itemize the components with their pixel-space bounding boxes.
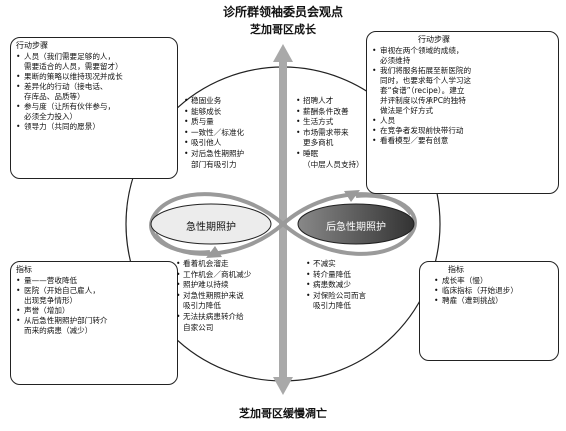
panel-title: 指标 [16, 265, 32, 274]
acute-care-ellipse [150, 203, 272, 245]
list-item: 声誉（增加） [16, 306, 172, 316]
list-item: 稳固业务 [184, 96, 278, 107]
list-item: 病患数减少 [306, 280, 402, 291]
list-item: 聘雇（遭到挑战） [434, 296, 553, 306]
list-item: 对保险公司而言 吸引力降低 [306, 291, 402, 312]
action-steps-list: 审视在两个领域的成绩， 必须维持 我们将服务拓展至新医院的 同时，也要求每个人学… [372, 46, 553, 146]
loop-arrowhead-left [206, 246, 222, 258]
metrics-list: 成长率（慢） 临床指标（开始退步） 聘雇（遭到挑战） [434, 276, 553, 306]
list-item: 审视在两个领域的成绩， 必须维持 [372, 46, 553, 66]
list-item: 从后急性期照护部门转介 而来的病患（减少） [16, 316, 172, 336]
list-item: 生活方式 [296, 117, 386, 128]
panel-bottom-left: 指标 量——营收降低 医院（开始自己雇人， 出现竞争情形） 声誉（增加） 从后急… [10, 261, 178, 385]
list-item: 能够成长 [184, 107, 278, 118]
list-item: 领导力（共同的愿景） [16, 122, 172, 132]
list-item: 在竞争者发现前快带行动 [372, 126, 553, 136]
list-item: 薪酬条件改善 [296, 107, 386, 118]
axis-label-top: 芝加哥区成长 [250, 23, 316, 36]
list-item: 人员 [372, 116, 553, 126]
panel-top-left: 行动步骤 人员（我们需要足够的人， 需要适合的人员，需要留才） 果断的策略以维持… [10, 37, 178, 179]
post-acute-care-ellipse [297, 203, 415, 245]
list-item: 我们将服务拓展至新医院的 同时，也要求每个人学习这 套“食谱”（recipe）。… [372, 66, 553, 116]
list-item: 差异化的行动（接电话、 存库品、品质等） [16, 82, 172, 102]
list-item: 睡眠 （中层人员支持） [296, 149, 386, 170]
list-item: 成长率（慢） [434, 276, 553, 286]
action-steps-list: 人员（我们需要足够的人， 需要适合的人员，需要留才） 果断的策略以维持现况并成长… [16, 52, 172, 132]
list-item: 质与量 [184, 117, 278, 128]
page-title: 诊所群领袖委员会观点 [222, 5, 343, 19]
list-item: 照护难以持续 [176, 280, 278, 291]
quadrant-upper-right: 招聘人才 薪酬条件改善 生活方式 市场需求带来 更多商机 睡眠 （中层人员支持） [296, 96, 386, 170]
loop-arrowhead-right [344, 190, 360, 202]
panel-title: 行动步骤 [418, 35, 450, 44]
axis-label-bottom: 芝加哥区缓慢凋亡 [239, 407, 327, 420]
list-item: 医院（开始自己雇人， 出现竞争情形） [16, 286, 172, 306]
list-item: 无法扶病患转介给 自家公司 [176, 312, 278, 333]
quadrant-lower-left: 看着机会溜走 工作机会／商机减少 照护难以持续 对急性期照护来说 吸引力降低 无… [176, 259, 278, 333]
list-item: 市场需求带来 更多商机 [296, 128, 386, 149]
list-item: 看看模型／要有创意 [372, 136, 553, 146]
panel-title: 指标 [448, 265, 464, 274]
list-item: 看着机会溜走 [176, 259, 278, 270]
list-item: 果断的策略以维持现况并成长 [16, 72, 172, 82]
vertical-arrow [273, 44, 293, 395]
panel-top-right: 行动步骤 审视在两个领域的成绩， 必须维持 我们将服务拓展至新医院的 同时，也要… [366, 31, 559, 194]
list-item: 人员（我们需要足够的人， 需要适合的人员，需要留才） [16, 52, 172, 72]
acute-care-label: 急性期照护 [186, 222, 236, 233]
list-item: 一致性／标准化 [184, 128, 278, 139]
post-acute-care-label: 后急性期照护 [326, 222, 386, 233]
panel-title: 行动步骤 [16, 41, 48, 50]
list-item: 招聘人才 [296, 96, 386, 107]
list-item: 参与度（让所有伙伴参与， 必须全力投入） [16, 102, 172, 122]
list-item: 转介量降低 [306, 270, 402, 281]
list-item: 临床指标（开始退步） [434, 286, 553, 296]
list-item: 吸引他人 [184, 138, 278, 149]
panel-bottom-right: 指标 成长率（慢） 临床指标（开始退步） 聘雇（遭到挑战） [419, 261, 559, 361]
list-item: 对后急性期照护 部门有吸引力 [184, 149, 278, 170]
list-item: 量——营收降低 [16, 276, 172, 286]
metrics-list: 量——营收降低 医院（开始自己雇人， 出现竞争情形） 声誉（增加） 从后急性期照… [16, 276, 172, 336]
quadrant-lower-right: 不减实 转介量降低 病患数减少 对保险公司而言 吸引力降低 [306, 259, 402, 312]
list-item: 对急性期照护来说 吸引力降低 [176, 291, 278, 312]
quadrant-upper-left: 稳固业务 能够成长 质与量 一致性／标准化 吸引他人 对后急性期照护 部门有吸引… [184, 96, 278, 170]
list-item: 不减实 [306, 259, 402, 270]
list-item: 工作机会／商机减少 [176, 270, 278, 281]
